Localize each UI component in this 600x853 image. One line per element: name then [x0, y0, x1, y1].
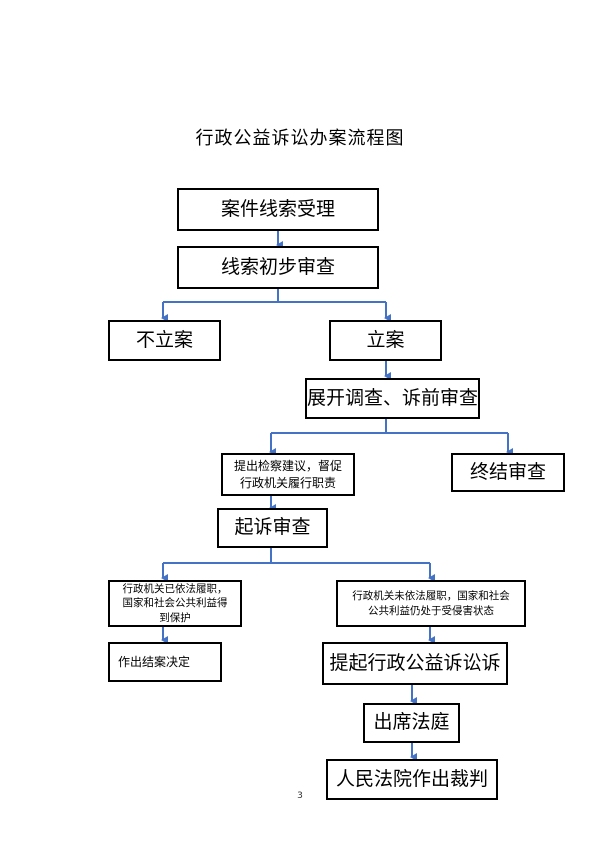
node-close-case: 作出结案决定 [108, 642, 222, 682]
node-no-filing: 不立案 [108, 320, 221, 361]
node-filing: 立案 [329, 320, 442, 361]
node-preliminary-review: 线索初步审查 [177, 246, 379, 289]
node-terminate-review: 终结审查 [451, 453, 565, 492]
page-number: 3 [297, 791, 303, 801]
node-investigation: 展开调查、诉前审查 [305, 378, 480, 419]
node-procuratorial-suggestion: 提出检察建议，督促行政机关履行职责 [221, 453, 355, 496]
node-duty-not-performed: 行政机关未依法履职，国家和社会公共利益仍处于受侵害状态 [336, 580, 526, 627]
node-clue-acceptance: 案件线索受理 [177, 188, 379, 231]
node-duty-performed: 行政机关已依法履职，国家和社会公共利益得到保护 [108, 580, 242, 627]
node-court-appearance: 出席法庭 [363, 703, 460, 743]
page-title: 行政公益诉讼办案流程图 [195, 128, 405, 149]
node-file-lawsuit: 提起行政公益诉讼诉 [322, 642, 508, 685]
node-prosecution-review: 起诉审查 [217, 508, 328, 548]
node-court-judgment: 人民法院作出裁判 [326, 759, 498, 800]
